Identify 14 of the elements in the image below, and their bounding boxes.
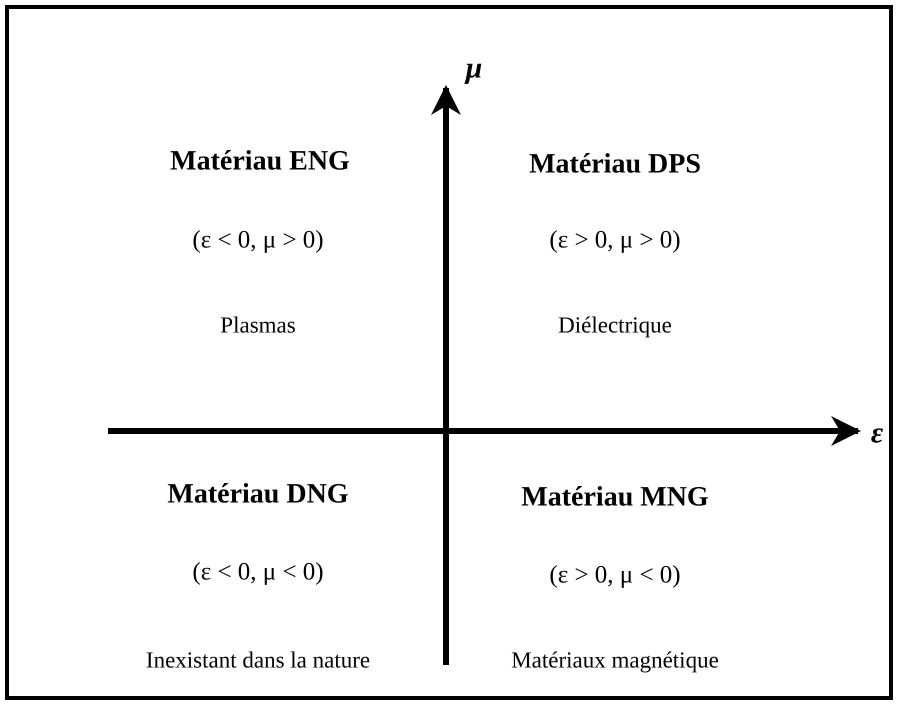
quadrant-title: Matériau DNG	[167, 480, 349, 510]
quadrant-title: Matériau DPS	[529, 150, 701, 180]
condition-formula: (ε > 0, μ < 0)	[549, 561, 681, 589]
quadrant-title: Matériau ENG	[170, 146, 350, 178]
example-text: Inexistant dans la nature	[146, 647, 370, 673]
axis-label: ε	[870, 416, 884, 450]
condition-formula: (ε > 0, μ > 0)	[549, 226, 681, 254]
condition-formula: (ε < 0, μ > 0)	[192, 226, 324, 254]
example-text: Plasmas	[220, 312, 296, 338]
example-text: Diélectrique	[558, 312, 672, 338]
example-text: Matériaux magnétique	[511, 647, 719, 673]
quadrant-title: Matériau MNG	[521, 482, 709, 514]
axis-label: μ	[466, 52, 482, 84]
condition-formula: (ε < 0, μ < 0)	[192, 558, 324, 586]
